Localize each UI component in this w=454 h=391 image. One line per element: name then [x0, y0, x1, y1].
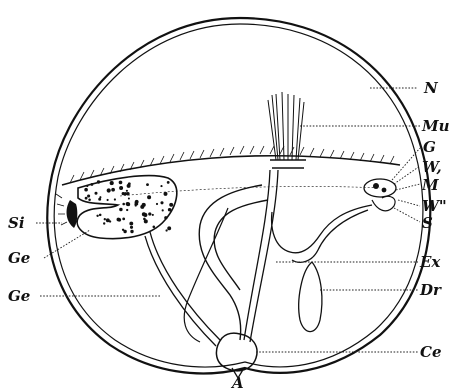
granule — [119, 208, 122, 211]
granule — [147, 195, 151, 199]
granule — [142, 203, 146, 207]
germarium — [77, 176, 177, 239]
granule — [167, 181, 170, 184]
label-n: N — [423, 79, 439, 97]
granule — [160, 185, 162, 187]
granule — [126, 209, 128, 211]
granule — [123, 230, 126, 233]
granule — [111, 188, 115, 192]
granule — [153, 226, 156, 229]
granule — [99, 214, 102, 217]
excretory-canal — [244, 170, 278, 342]
granule — [95, 192, 98, 195]
granule — [165, 229, 167, 231]
granule — [119, 186, 123, 190]
granule — [169, 203, 173, 207]
label-a: A — [230, 374, 244, 391]
granule — [119, 181, 123, 185]
granule — [109, 220, 111, 222]
granule — [143, 213, 147, 217]
granule — [128, 197, 130, 199]
granule — [164, 192, 168, 196]
oviduct — [145, 232, 220, 346]
granule — [126, 202, 130, 206]
granule — [168, 208, 171, 211]
granule — [152, 214, 154, 216]
granule — [87, 194, 90, 197]
granule — [88, 199, 91, 202]
granule — [126, 190, 128, 192]
granule — [110, 181, 114, 185]
granule — [124, 192, 127, 195]
granule — [117, 218, 121, 222]
label-si: Si — [8, 214, 25, 232]
granule — [98, 198, 101, 201]
gut — [184, 185, 268, 342]
label-mu: Mu — [421, 117, 450, 135]
granule — [90, 183, 93, 186]
leader-lines — [36, 88, 420, 352]
label-ge-upper: Ge — [8, 249, 30, 267]
granule — [148, 212, 151, 215]
granule — [114, 198, 116, 200]
label-w1: W, — [422, 158, 442, 176]
label-w2: W" — [422, 197, 447, 215]
label-ge-lower: Ge — [8, 287, 30, 305]
granule — [130, 226, 133, 229]
granule — [129, 222, 133, 226]
granule — [103, 222, 105, 224]
granule — [84, 188, 88, 192]
granule — [135, 200, 139, 204]
gland-sac — [299, 262, 322, 332]
granule — [167, 226, 171, 230]
granule — [122, 203, 125, 206]
granule — [162, 209, 164, 211]
granule — [160, 201, 163, 204]
label-g: G — [423, 138, 436, 156]
granule — [96, 215, 98, 217]
granule — [86, 185, 88, 187]
granule — [164, 216, 167, 219]
granule — [97, 180, 100, 183]
granule — [144, 219, 148, 223]
label-ce: Ce — [420, 343, 441, 361]
label-m: M — [421, 176, 439, 194]
granule — [85, 197, 88, 200]
granule — [156, 203, 158, 205]
granule — [107, 199, 109, 201]
label-s: S — [422, 214, 433, 232]
granule — [130, 230, 133, 233]
label-ex: Ex — [419, 253, 441, 271]
granule — [122, 218, 125, 221]
lateral-vessels — [272, 205, 372, 262]
granule — [107, 188, 111, 192]
granule — [104, 218, 106, 220]
label-dr: Dr — [419, 281, 442, 299]
granule — [128, 182, 131, 185]
granule — [146, 183, 149, 186]
